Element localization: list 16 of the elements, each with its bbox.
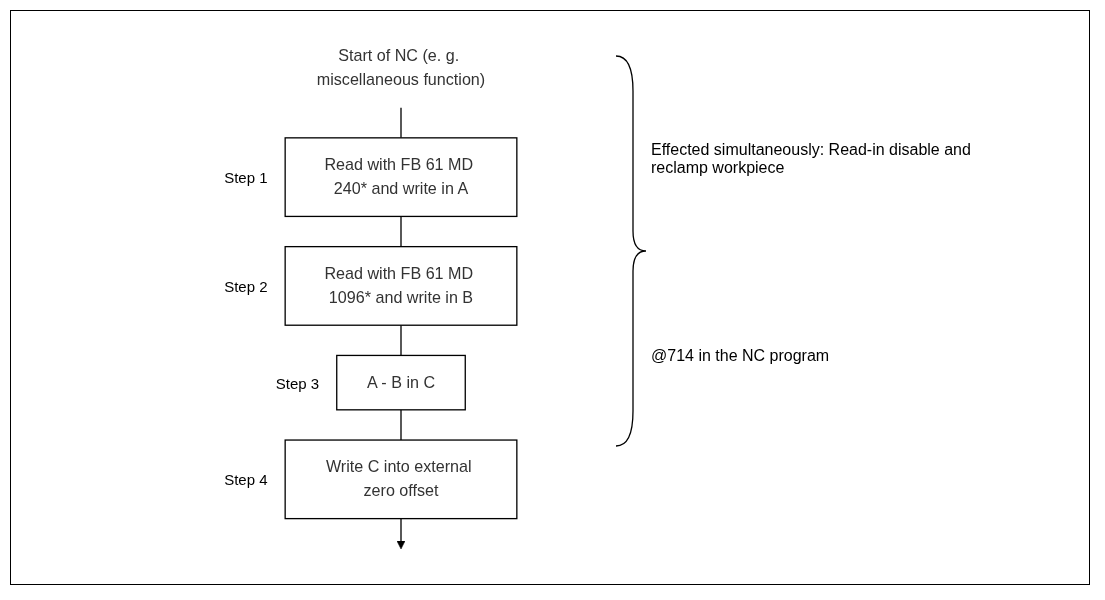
note-text: Effected simultaneously: Read-in disable and reclamp workpiece xyxy=(651,141,972,177)
connector-line xyxy=(400,324,402,357)
note-text: @714 in the NC program xyxy=(651,347,831,365)
start-label: Start of NC (e. g. miscellaneous function) xyxy=(316,47,486,89)
process-box: Write C into external zero offset xyxy=(284,439,518,520)
process-box: Read with FB 61 MD 240* and write in A xyxy=(284,137,518,218)
connector-line xyxy=(400,215,402,248)
step-label: Step 4 xyxy=(224,471,268,489)
step-label: Step 2 xyxy=(224,277,268,295)
process-box: Read with FB 61 MD 1096* and write in B xyxy=(284,246,518,326)
arrow xyxy=(396,517,406,550)
connector-line xyxy=(400,409,402,441)
connector-line xyxy=(400,106,402,139)
step-label: Step 3 xyxy=(275,374,320,392)
step-label: Step 1 xyxy=(224,169,268,187)
process-box: A - B in C xyxy=(336,354,466,411)
